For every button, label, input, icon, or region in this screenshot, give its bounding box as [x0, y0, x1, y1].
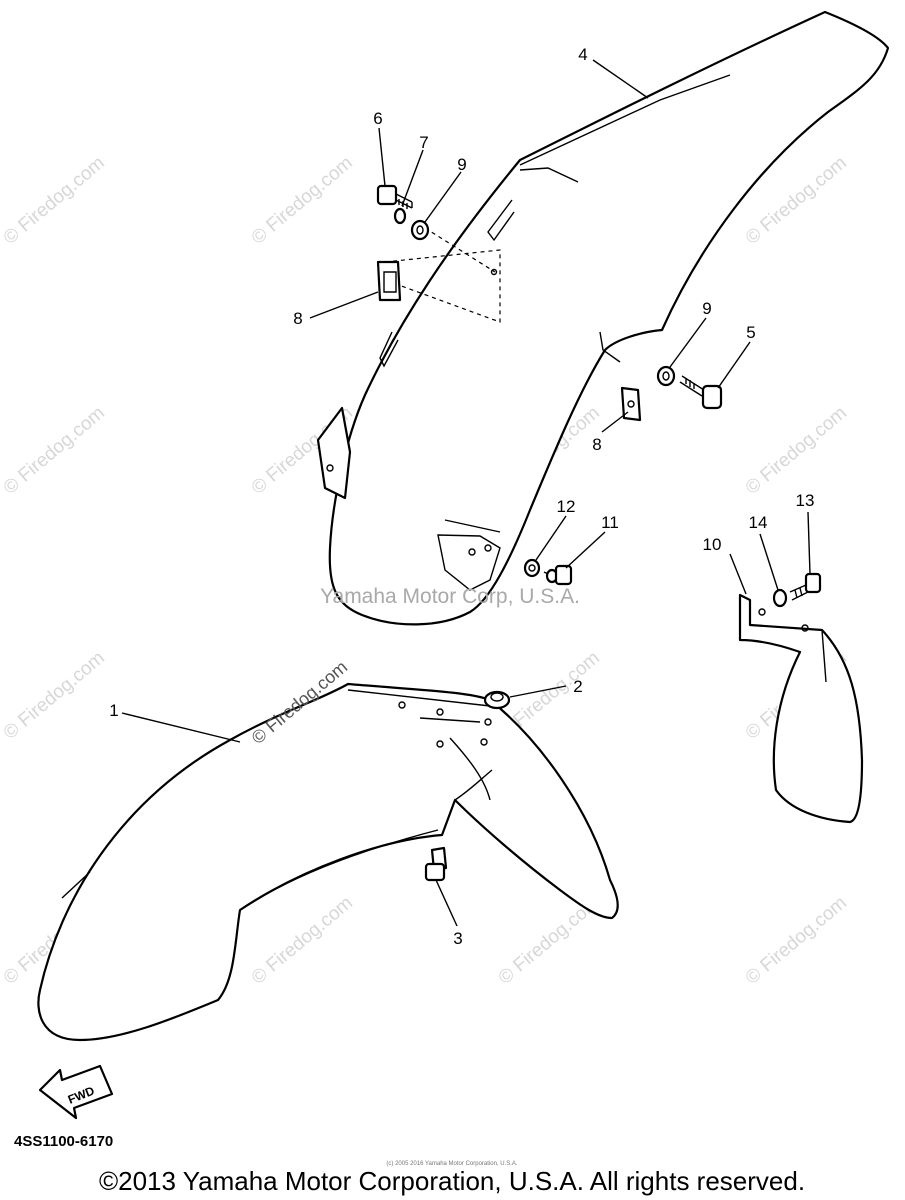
callout-8: 8 [293, 309, 302, 328]
footer-copyright: ©2013 Yamaha Motor Corporation, U.S.A. A… [99, 1166, 805, 1196]
callouts: 4 6 7 9 8 9 5 8 12 11 13 14 10 1 2 3 [109, 45, 814, 948]
callout-3: 3 [453, 929, 462, 948]
watermark: © Firedog.com [742, 402, 851, 498]
fwd-arrow-icon: FWD [38, 1064, 114, 1120]
callout-4: 4 [578, 45, 587, 64]
collar-9-right [656, 365, 676, 387]
watermark: © Firedog.com [0, 402, 109, 498]
center-watermark: Yamaha Motor Corp, U.S.A. [320, 585, 580, 608]
screw-13 [789, 572, 822, 601]
callout-7: 7 [419, 133, 428, 152]
collar-12 [523, 558, 541, 578]
bolt-11 [543, 564, 573, 586]
callout-5: 5 [746, 323, 755, 342]
small-copyright: (c) 2005 2016 Yamaha Motor Corporation, … [386, 1161, 518, 1167]
watermark: © Firedog.com [248, 892, 357, 988]
callout-8: 8 [592, 435, 601, 454]
callout-2: 2 [573, 677, 582, 696]
callout-13: 13 [796, 491, 815, 510]
callout-10: 10 [703, 535, 722, 554]
collar-9-upper [410, 219, 430, 241]
watermark: © Firedog.com [742, 892, 851, 988]
washer-7 [393, 207, 407, 225]
watermark: © Firedog.com [248, 152, 357, 248]
nut-clip-8-upper [376, 260, 402, 302]
nut-clip-8-right [620, 386, 642, 422]
bolt-3 [424, 846, 448, 882]
leader-lines [121, 59, 811, 927]
front-fender [37, 682, 619, 1042]
callout-9: 9 [457, 155, 466, 174]
bolt-6 [376, 184, 413, 209]
callout-11: 11 [601, 513, 619, 532]
callout-9: 9 [702, 299, 711, 318]
mud-flap [738, 593, 864, 824]
watermark: © Firedog.com [0, 647, 109, 743]
watermark: © Firedog.com [0, 152, 109, 248]
grommet-2 [483, 690, 511, 710]
washer-14 [772, 588, 788, 608]
callout-1: 1 [109, 701, 118, 720]
callout-12: 12 [557, 497, 576, 516]
callout-6: 6 [373, 109, 382, 128]
callout-14: 14 [749, 513, 768, 532]
bolt-5 [679, 375, 723, 410]
diagram-code: 4SS1100-6170 [14, 1133, 113, 1150]
rear-fender [316, 10, 890, 626]
